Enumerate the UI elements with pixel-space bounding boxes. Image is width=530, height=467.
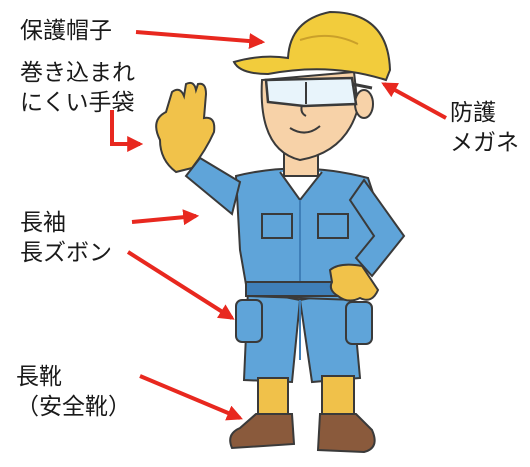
label-trousers: 長ズボン xyxy=(20,240,112,266)
safety-boots xyxy=(229,413,376,454)
hard-hat xyxy=(232,10,392,82)
arrow-sleeves xyxy=(131,209,200,226)
arrow-trousers xyxy=(126,250,235,320)
label-boots-line2: （安全靴） xyxy=(16,394,131,420)
arrow-boots xyxy=(139,374,243,421)
arrow-goggles xyxy=(381,82,447,120)
glove-hip xyxy=(328,263,380,302)
label-gloves-line1: 巻き込まれ xyxy=(20,60,135,86)
label-goggles-line2: メガネ xyxy=(450,130,519,156)
arrow-gloves xyxy=(110,110,144,152)
label-goggles-line1: 防護 xyxy=(450,100,496,126)
hip-arm xyxy=(348,178,406,278)
label-goggles: 防護 メガネ xyxy=(450,98,519,158)
label-gloves: 巻き込まれ にくい手袋 xyxy=(20,58,135,118)
socks xyxy=(257,375,355,419)
label-gloves-line2: にくい手袋 xyxy=(20,90,135,116)
label-sleeves: 長袖 xyxy=(20,210,66,236)
protective-goggles xyxy=(264,76,373,108)
label-boots: 長靴 （安全靴） xyxy=(16,362,131,422)
label-hard-hat: 保護帽子 xyxy=(20,16,112,46)
raised-arm xyxy=(184,156,242,216)
label-boots-line1: 長靴 xyxy=(16,364,62,390)
arrows xyxy=(110,30,447,421)
trousers xyxy=(235,288,373,384)
label-sleeves-trousers: 長袖 長ズボン xyxy=(20,208,112,268)
label-hard-hat-text: 保護帽子 xyxy=(20,18,112,44)
glove-raised xyxy=(155,81,216,174)
arrow-hard-hat xyxy=(135,30,266,49)
